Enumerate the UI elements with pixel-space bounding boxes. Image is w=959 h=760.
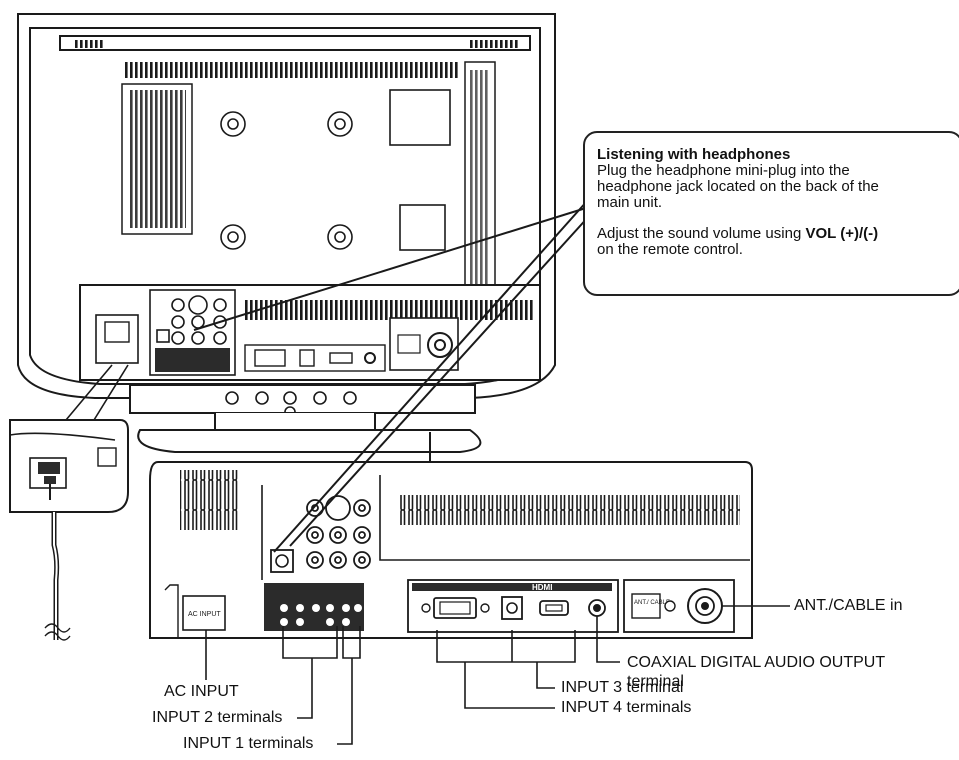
input4-label: INPUT 4 terminals xyxy=(561,699,692,716)
terminal-panel-enlarged: AC INPUT HDMI ANT./ CABLE xyxy=(149,461,753,639)
callout-line-3: main unit. xyxy=(597,194,663,211)
top-vent-strip xyxy=(125,62,460,78)
coaxial-label-line-1: COAXIAL DIGITAL AUDIO OUTPUT xyxy=(627,654,886,671)
tv-back-illustration xyxy=(17,13,556,462)
ac-inlet xyxy=(182,595,226,631)
rating-label-plate xyxy=(389,89,451,146)
vol-keys-text: VOL (+)/(-) xyxy=(805,225,879,242)
stand-base xyxy=(137,429,482,453)
ac-input-label: AC INPUT xyxy=(164,683,239,700)
input1-label: INPUT 1 terminals xyxy=(183,735,314,752)
callout-line-4-prefix: Adjust the sound volume using xyxy=(597,225,806,242)
label-leader-lines xyxy=(205,605,790,745)
ant-cable-marking: ANT./ CABLE xyxy=(634,600,670,606)
ac-inlet-marking: AC INPUT xyxy=(188,611,221,618)
ac-plug-inset xyxy=(9,419,129,641)
hdmi-marking: HDMI xyxy=(532,583,552,592)
headphone-callout-text: Listening with headphones Plug the headp… xyxy=(597,147,959,258)
av-jacks xyxy=(306,495,371,569)
inset-leader-lines xyxy=(65,364,129,421)
input3-label: INPUT 3 terminal xyxy=(561,679,684,696)
headphone-callout-box xyxy=(583,131,959,296)
input2-label: INPUT 2 terminals xyxy=(152,709,283,726)
callout-line-1: Plug the headphone mini-plug into the xyxy=(597,162,850,179)
vesa-screws xyxy=(220,111,353,250)
callout-pointer xyxy=(193,199,591,553)
ant-cable-in-label: ANT./CABLE in xyxy=(794,597,903,614)
callout-line-2: headphone jack located on the back of th… xyxy=(597,178,879,195)
panel-vents xyxy=(400,495,740,525)
callout-line-4: Adjust the sound volume using VOL (+)/(-… xyxy=(597,226,959,242)
callout-line-5: on the remote control. xyxy=(597,241,743,258)
callout-title: Listening with headphones xyxy=(597,147,791,163)
coaxial-label-line-2: terminal xyxy=(627,673,684,690)
